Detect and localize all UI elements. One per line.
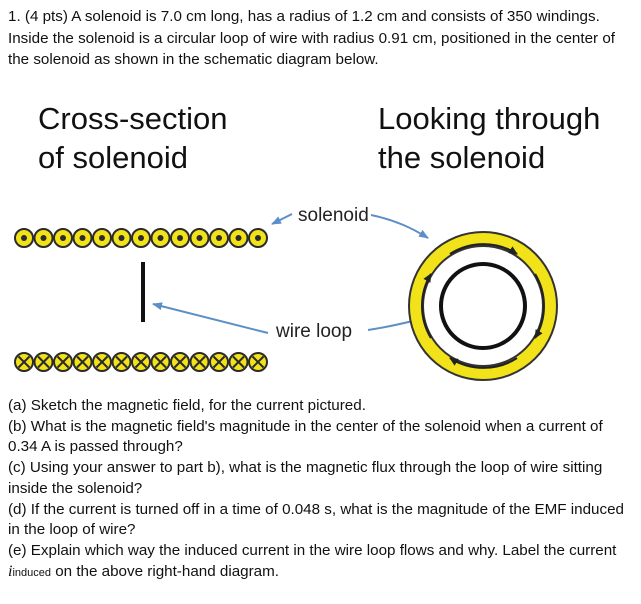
coil-cross-icon (150, 352, 171, 372)
question-d: (d) If the current is turned off in a ti… (8, 500, 624, 539)
coil-cross-icon (131, 352, 151, 372)
right-title-line2: the solenoid (378, 140, 546, 175)
question-c: (c) Using your answer to part b), what i… (8, 459, 603, 497)
solenoid-diagram: Cross-section of solenoid Looking throug… (0, 96, 641, 388)
left-title-line2: of solenoid (38, 140, 188, 175)
coil-cross-icon (33, 352, 54, 372)
coil-dot-icon (170, 228, 190, 248)
current-symbol: i (8, 562, 13, 580)
left-title-line1: Cross-section (38, 101, 228, 136)
coil-dot-icon (228, 228, 249, 248)
question-b: (b) What is the magnetic field's magnitu… (8, 417, 603, 456)
coil-dot-icon (150, 228, 171, 248)
wire-loop-arrow-left (152, 302, 269, 334)
question-e-text-1: (e) Explain which way the induced curren… (8, 541, 617, 559)
coil-cross-icon (170, 352, 190, 372)
coil-dot-icon (92, 228, 112, 248)
question-parts: (a) Sketch the magnetic field, for the c… (8, 396, 634, 583)
current-arrow-right (534, 273, 545, 339)
diagram-graphics: solenoid wire loop (14, 205, 558, 381)
coil-dot-icon (131, 228, 151, 248)
coil-cross-icon (111, 352, 132, 372)
solenoid-arrow-left (271, 213, 293, 225)
solenoid-arrow-right (370, 214, 429, 239)
current-arrow-top (449, 243, 518, 255)
question-e: (e) Explain which way the induced curren… (8, 541, 634, 583)
right-title-line1: Looking through (378, 101, 601, 136)
coil-dot-icon (209, 228, 229, 248)
coil-row-top (14, 228, 268, 248)
coil-cross-icon (14, 352, 34, 372)
wire-loop-edge (141, 262, 145, 322)
coil-dot-icon (111, 228, 132, 248)
current-arrow-bottom (449, 357, 518, 369)
coil-dot-icon (72, 228, 93, 248)
coil-dot-icon (189, 228, 210, 248)
coil-row-bottom (14, 352, 268, 372)
coil-cross-icon (209, 352, 229, 372)
coil-dot-icon (33, 228, 54, 248)
coil-cross-icon (53, 352, 73, 372)
coil-cross-icon (189, 352, 210, 372)
wire-loop-label: wire loop (275, 321, 352, 342)
coil-dot-icon (248, 228, 268, 248)
question-a: (a) Sketch the magnetic field, for the c… (8, 397, 366, 414)
coil-cross-icon (72, 352, 93, 372)
coil-dot-icon (14, 228, 34, 248)
problem-intro: 1. (4 pts) A solenoid is 7.0 cm long, ha… (8, 8, 615, 68)
coil-cross-icon (228, 352, 249, 372)
solenoid-label: solenoid (298, 205, 369, 226)
coil-cross-icon (92, 352, 112, 372)
current-subscript: induced (12, 566, 51, 579)
question-e-text-2: on the above right-hand diagram. (51, 562, 279, 580)
current-arrow-left (421, 273, 432, 339)
wire-loop-ring (439, 262, 527, 350)
coil-dot-icon (53, 228, 73, 248)
coil-cross-icon (248, 352, 268, 372)
